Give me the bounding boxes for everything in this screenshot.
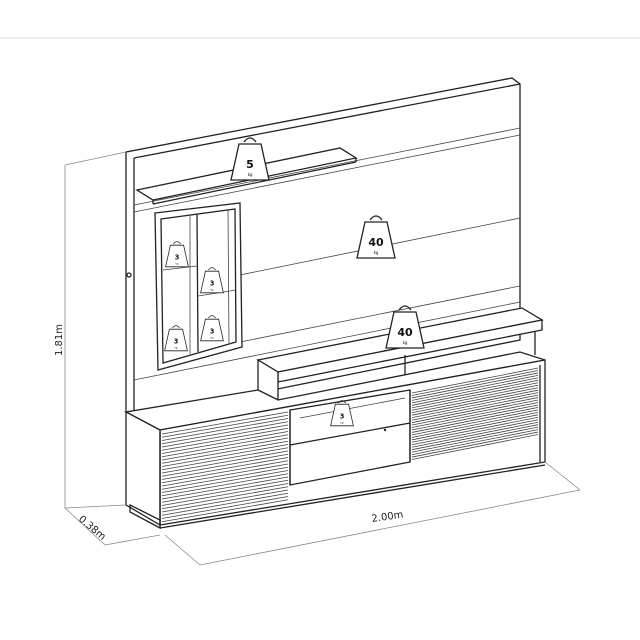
door-slat [161,463,289,487]
door-slat [411,377,539,404]
door-slat [411,382,539,409]
door-slat [161,473,289,497]
weight-unit: kg [341,421,344,424]
door-slat [411,429,539,455]
weight-value: 3 [210,328,215,336]
door-slat [161,489,289,513]
depth-label: 0.38m [76,514,108,543]
door-slat [161,479,289,503]
door-slat [411,431,539,458]
door-slat [161,499,289,523]
door-slat [161,431,289,454]
weight-value: 40 [397,326,413,339]
door-slat [161,421,289,445]
door-slat [411,389,539,416]
door-slat [411,384,539,411]
door-slat [411,399,539,426]
weight-icon-niche-2: 3kg [200,267,224,294]
left-door-slats [161,411,289,523]
door-slat [161,470,289,493]
door-slat [161,483,289,506]
weight-value: 3 [210,280,215,288]
door-slat [161,437,289,461]
door-slat [411,394,539,421]
door-slat [161,492,289,516]
weight-icon-niche-4: 3kg [200,315,224,342]
door-slat [161,460,289,484]
door-slat [161,457,289,480]
door-slat [161,411,289,435]
door-slat [161,496,289,519]
door-slat [411,419,539,446]
door-slat [411,409,539,436]
weight-value: 5 [246,158,254,171]
weight-unit: kg [211,288,214,291]
door-slat [161,418,289,441]
width-label: 2.00m [371,510,404,525]
door-slat [161,424,289,448]
weight-unit: kg [176,262,179,265]
door-slat [161,447,289,471]
door-slat [161,466,289,490]
weight-unit: kg [403,340,408,345]
door-slat [411,379,539,406]
weight-value: 3 [174,338,179,346]
weight-icon-top-shelf: 5kg [230,137,270,181]
door-slat [161,440,289,464]
door-slat [411,407,539,433]
weight-icon-niche-1: 3kg [165,241,189,268]
weight-icon-cabinet-niche: 3kg [330,400,354,427]
door-slat [161,414,289,438]
weight-value: 3 [175,254,180,262]
weight-unit: kg [211,336,214,339]
weight-unit: kg [248,172,253,177]
door-slat [411,370,539,396]
door-slat [411,404,539,431]
door-slat [411,411,539,438]
door-slat [411,434,539,460]
door-slat [411,414,539,441]
door-slat [411,387,539,414]
weight-icon-niche-3: 3kg [164,325,188,352]
door-slat [411,375,539,401]
door-slat [411,392,539,419]
door-slat [411,421,539,448]
door-slat [411,416,539,443]
door-slat [411,424,539,451]
dimension-lines [64,151,581,566]
door-slat [411,372,539,399]
door-slat [161,444,289,467]
door-slat [161,486,289,510]
weight-value: 3 [340,413,345,421]
door-slat [161,453,289,477]
door-slat [411,397,539,423]
door-slat [161,434,289,458]
door-slat [411,402,539,428]
right-door-slats [411,367,539,460]
weight-value: 40 [368,236,384,249]
door-slat [161,450,289,474]
height-label: 1.81m [54,324,65,356]
weight-unit: kg [374,250,379,255]
door-slat [161,476,289,500]
weight-unit: kg [175,346,178,349]
door-slat [161,427,289,451]
door-slat [411,367,539,394]
door-slat [411,426,539,453]
